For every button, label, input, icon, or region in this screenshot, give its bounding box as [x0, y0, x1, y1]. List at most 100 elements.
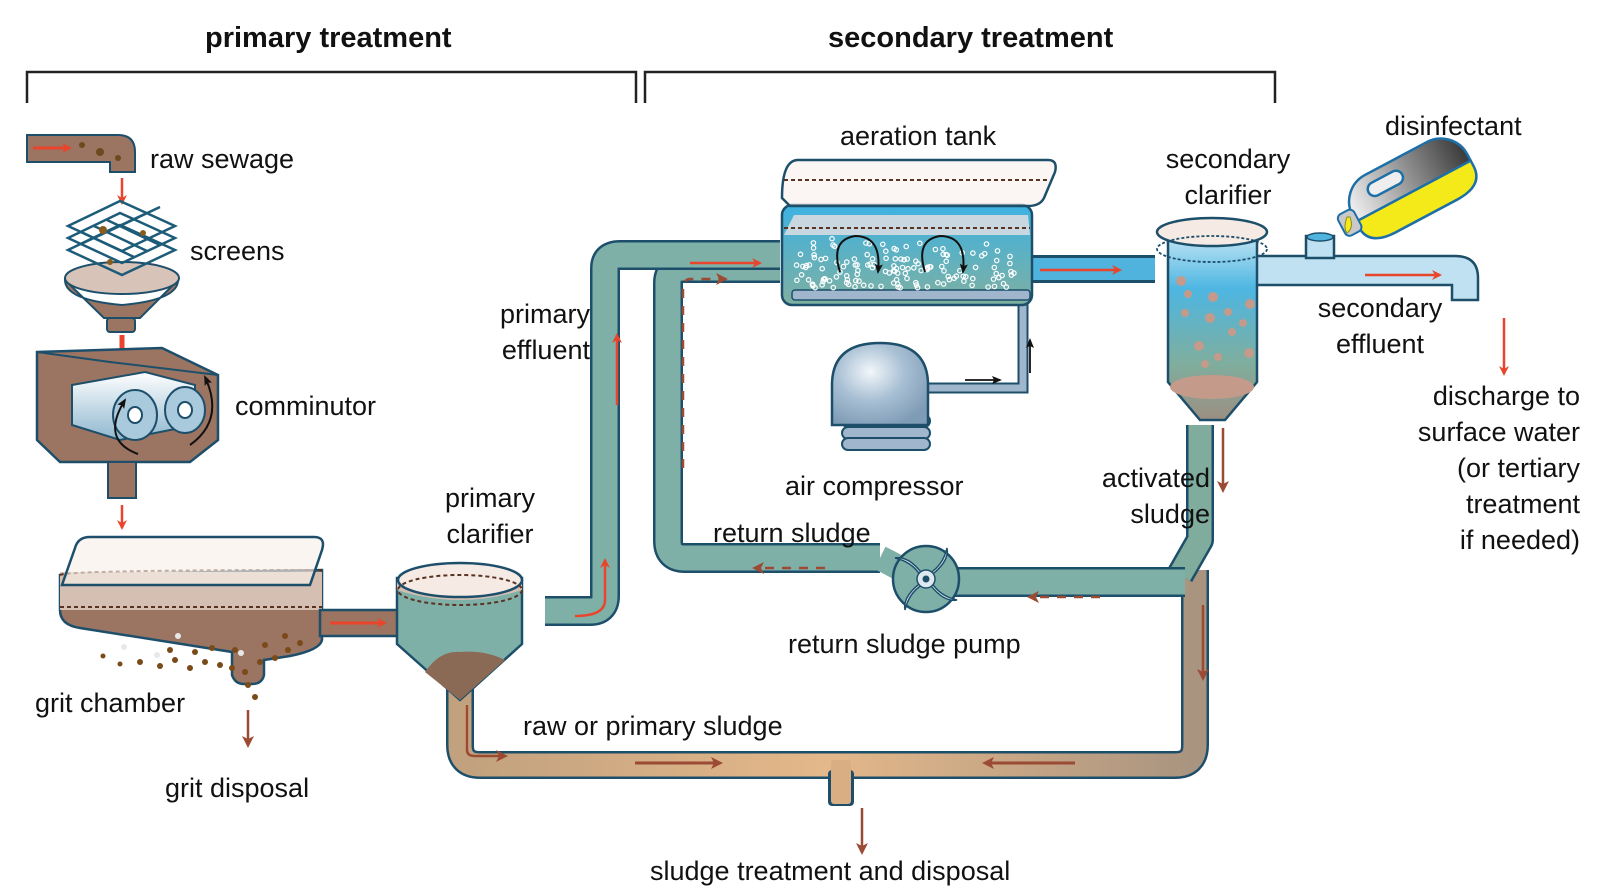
air-bubble [1003, 284, 1010, 290]
air-bubble [840, 263, 847, 270]
air-bubble [868, 283, 874, 289]
return-sludge-pump-icon [891, 544, 961, 614]
label-grit-disposal: grit disposal [165, 773, 310, 803]
air-bubble [905, 265, 911, 272]
air-bubble [869, 255, 876, 262]
air-bubble [812, 284, 818, 291]
label-secondary-clarifier: secondary clarifier [1165, 144, 1291, 210]
air-bubble [883, 255, 889, 262]
air-bubble [938, 263, 945, 270]
label-aeration-tank: aeration tank [840, 121, 997, 151]
air-bubble [833, 274, 840, 280]
air-bubble [918, 267, 924, 274]
air-bubble [830, 284, 837, 291]
air-bubble [993, 270, 1000, 277]
label-screens: screens [190, 236, 285, 266]
air-bubble [819, 282, 825, 288]
grit-to-clarifier-pipe [318, 608, 400, 638]
air-bubble [893, 276, 900, 283]
air-bubble [946, 276, 953, 283]
aeration-tank-icon [780, 158, 1057, 307]
label-return-sludge: return sludge [713, 518, 871, 548]
air-bubble [940, 281, 947, 287]
air-bubble [901, 256, 907, 263]
air-bubble [797, 251, 804, 258]
air-bubble [945, 273, 952, 280]
air-bubble [882, 248, 889, 255]
air-bubble [882, 268, 889, 275]
air-bubble [970, 250, 976, 256]
air-bubble [860, 282, 867, 289]
air-bubble [978, 253, 985, 259]
air-bubble [1007, 253, 1013, 260]
air-bubble [856, 278, 862, 284]
air-bubble [810, 245, 817, 251]
air-bubble [912, 279, 919, 286]
air-bubble [852, 283, 858, 290]
air-bubble [953, 273, 960, 280]
air-bubble [999, 272, 1005, 279]
air-bubble [891, 245, 897, 252]
air-bubble [851, 256, 858, 262]
air-bubble [969, 275, 976, 282]
air-bubble [932, 246, 939, 253]
air-bubble [810, 240, 817, 246]
air-bubble [969, 282, 975, 289]
air-bubble [993, 257, 1000, 264]
air-bubble [902, 270, 909, 277]
label-return-sludge-pump: return sludge pump [788, 629, 1021, 659]
return-flow-arrow [681, 273, 728, 468]
air-bubble [863, 240, 869, 246]
air-bubble [806, 262, 813, 268]
air-bubble [926, 263, 933, 270]
air-bubble [904, 256, 911, 262]
screens-icon [63, 199, 180, 333]
air-bubble [1000, 280, 1007, 287]
air-bubble [914, 284, 921, 291]
air-bubble [878, 283, 884, 290]
air-bubble [972, 264, 979, 271]
label-raw-or-primary-sludge: raw or primary sludge [523, 711, 783, 741]
secondary-effluent-pipe [1243, 232, 1480, 302]
air-bubble [898, 256, 904, 262]
label-secondary-effluent: secondary effluent [1317, 293, 1443, 359]
air-bubble [941, 268, 947, 274]
primary-effluent-pipe [545, 240, 780, 626]
raw-sewage-pipe-icon [26, 134, 136, 173]
air-bubble [822, 255, 829, 262]
air-bubble [897, 284, 903, 291]
secondary-clarifier-icon [1155, 216, 1269, 422]
label-activated-sludge: activated sludge [1101, 463, 1210, 529]
air-bubble [811, 252, 817, 258]
label-discharge: discharge to surface water (or tertiary … [1417, 381, 1580, 555]
air-bubble [990, 276, 997, 282]
air-bubble [894, 270, 901, 276]
primary-clarifier-icon [395, 561, 524, 702]
label-raw-sewage: raw sewage [150, 144, 295, 174]
air-bubble [912, 258, 919, 265]
label-comminutor: comminutor [235, 391, 377, 421]
label-grit-chamber: grit chamber [35, 688, 186, 718]
air-bubble [852, 277, 859, 284]
air-bubble [903, 243, 910, 250]
air-bubble [935, 279, 941, 286]
label-primary-clarifier: primary clarifier [444, 483, 535, 549]
air-bubble [811, 254, 818, 261]
air-bubble [854, 261, 860, 268]
air-bubble [944, 252, 951, 259]
air-bubble [866, 241, 873, 247]
label-air-compressor: air compressor [785, 471, 964, 501]
label-disinfectant: disinfectant [1385, 111, 1522, 141]
air-bubble [910, 264, 917, 271]
section-header-secondary: secondary treatment [828, 22, 1114, 54]
air-bubble [821, 275, 828, 282]
air-bubble [798, 271, 805, 278]
sludge-flocs [1170, 276, 1255, 399]
air-bubble [961, 278, 967, 285]
air-bubble [1008, 272, 1015, 278]
air-bubble [793, 262, 800, 268]
air-bubble [891, 263, 897, 269]
air-bubble [892, 255, 899, 262]
air-bubble [991, 283, 998, 290]
